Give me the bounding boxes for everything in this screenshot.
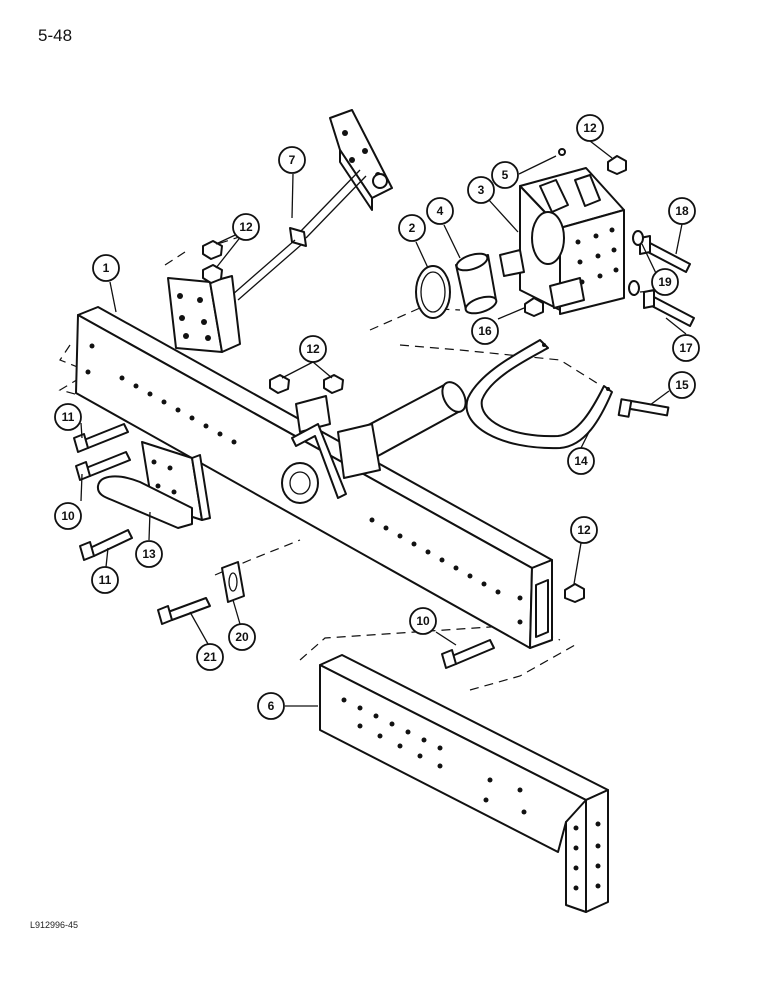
callout-11b: 11 (91, 566, 119, 594)
callout-12d: 12 (570, 516, 598, 544)
frame-holes (85, 343, 523, 625)
callout-3: 3 (467, 176, 495, 204)
svg-text:12: 12 (577, 523, 591, 537)
svg-text:17: 17 (679, 341, 693, 355)
part-6-extension-bar (319, 654, 609, 913)
callout-21: 21 (196, 643, 224, 671)
callout-12b: 12 (299, 335, 327, 363)
callout-10b: 10 (409, 607, 437, 635)
part-1-drawbar-frame (75, 306, 553, 649)
callout-17: 17 (672, 334, 700, 362)
callout-12a: 12 (232, 213, 260, 241)
svg-text:2: 2 (409, 221, 416, 235)
callout-7: 7 (278, 146, 306, 174)
part-4-bushing (455, 252, 498, 315)
part-7-top-link-bracket (167, 109, 393, 353)
svg-text:1: 1 (103, 261, 110, 275)
page-number: 5-48 (38, 26, 73, 45)
svg-text:12: 12 (306, 342, 320, 356)
bolts-left (73, 423, 133, 561)
svg-text:18: 18 (675, 204, 689, 218)
callout-11a: 11 (54, 403, 82, 431)
svg-text:7: 7 (289, 153, 296, 167)
callout-15: 15 (668, 371, 696, 399)
svg-text:11: 11 (99, 573, 112, 587)
callout-2: 2 (398, 214, 426, 242)
callout-20: 20 (228, 623, 256, 651)
svg-text:4: 4 (437, 204, 444, 218)
svg-text:10: 10 (61, 509, 75, 523)
callout-1: 1 (92, 254, 120, 282)
bolt-15 (617, 398, 670, 418)
callout-5: 5 (491, 161, 519, 189)
svg-text:11: 11 (62, 410, 75, 424)
svg-text:15: 15 (675, 378, 689, 392)
bolt-21 (157, 597, 211, 625)
svg-text:20: 20 (235, 630, 249, 644)
svg-text:16: 16 (478, 324, 492, 338)
svg-text:12: 12 (239, 220, 253, 234)
callout-leaders (80, 140, 687, 707)
hardware-upper-right (524, 148, 695, 327)
part-14-strap (465, 339, 613, 450)
svg-text:10: 10 (416, 614, 430, 628)
svg-text:12: 12 (583, 121, 597, 135)
part-3-swivel-housing (499, 167, 625, 315)
callout-14: 14 (567, 447, 595, 475)
part-2-washer-ring (415, 265, 451, 319)
callout-18: 18 (668, 197, 696, 225)
svg-text:3: 3 (478, 183, 485, 197)
svg-text:5: 5 (502, 168, 509, 182)
svg-text:14: 14 (574, 454, 588, 468)
hardware-lower-right (441, 583, 585, 669)
svg-text:21: 21 (203, 650, 217, 664)
callout-16: 16 (471, 317, 499, 345)
svg-text:6: 6 (268, 699, 275, 713)
svg-text:19: 19 (658, 275, 672, 289)
callout-13: 13 (135, 540, 163, 568)
callout-12c: 12 (576, 114, 604, 142)
callout-6: 6 (257, 692, 285, 720)
callout-19: 19 (651, 268, 679, 296)
nut-pair-middle (269, 374, 344, 394)
part-20-plate (221, 561, 245, 603)
part-13-clevis (96, 441, 211, 529)
illustration-code: L912996-45 (30, 920, 79, 930)
extension-holes (341, 697, 601, 891)
callout-10a: 10 (54, 502, 82, 530)
callout-4: 4 (426, 197, 454, 225)
svg-text:13: 13 (142, 547, 156, 561)
nut-pair-upper (202, 240, 223, 284)
